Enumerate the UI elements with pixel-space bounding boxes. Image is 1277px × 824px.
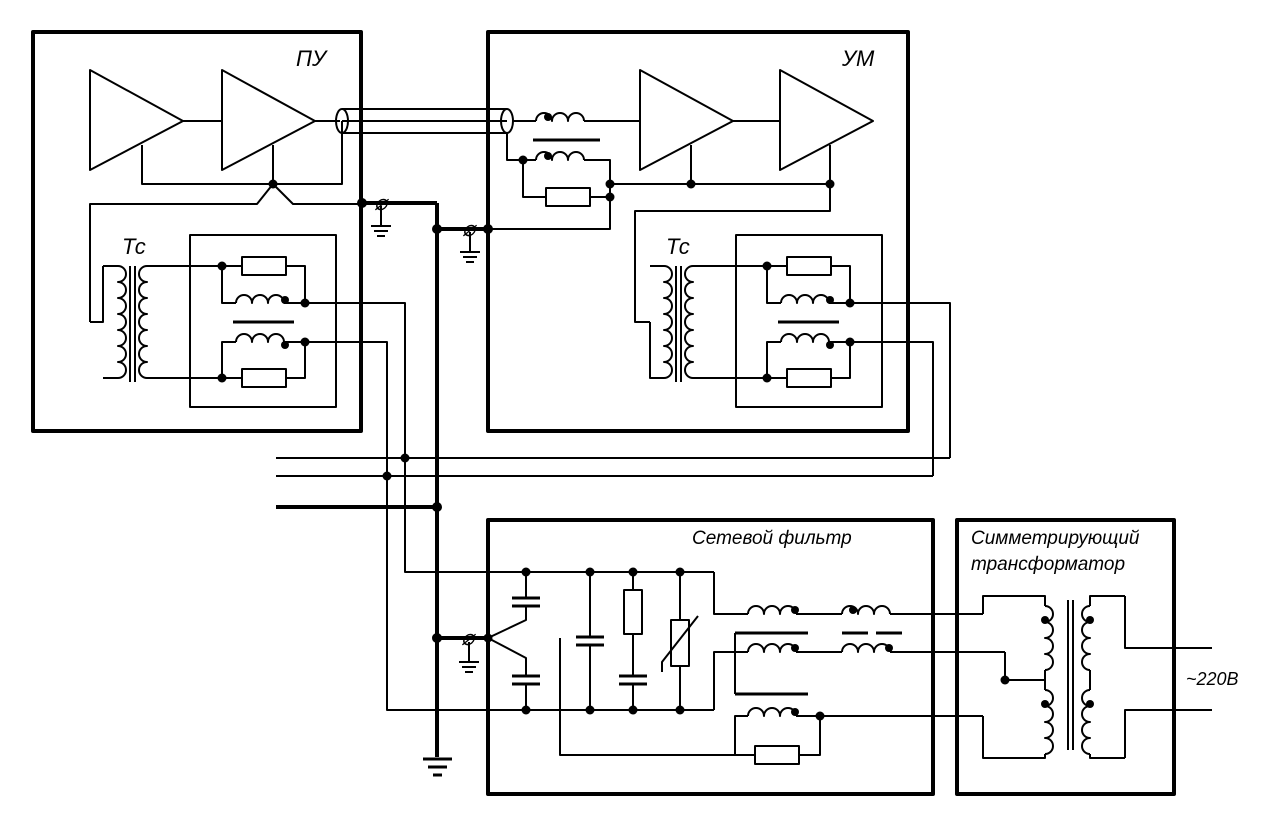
filter-varistor bbox=[661, 572, 699, 710]
filter-common-mode-choke bbox=[713, 572, 842, 710]
amp-filter-box bbox=[735, 234, 883, 408]
balancing-transformer bbox=[982, 595, 1212, 759]
preamp-stage-1 bbox=[89, 69, 184, 171]
amp-tc-label: Тс bbox=[666, 234, 690, 259]
amp-label: УМ bbox=[841, 46, 875, 71]
preamp-stage-2 bbox=[221, 69, 316, 171]
ground-tap-preamp bbox=[371, 206, 391, 237]
filter-label: Сетевой фильтр bbox=[692, 528, 852, 549]
preamp-label: ПУ bbox=[296, 46, 328, 71]
balancing-transformer-block bbox=[955, 518, 1176, 796]
preamp-filter-box bbox=[189, 234, 337, 408]
amp-stage-1 bbox=[639, 69, 734, 171]
filter-differential-chokes bbox=[841, 605, 1005, 653]
amp-power-transformer bbox=[649, 265, 767, 382]
filter-bleeder-resistor bbox=[619, 572, 647, 710]
filter-x-capacitor bbox=[576, 572, 604, 710]
iso-mark-amp: ⌀ bbox=[462, 216, 478, 241]
filter-ground-choke bbox=[559, 638, 983, 765]
preamp-block bbox=[31, 30, 363, 433]
junction-dots bbox=[217, 113, 1094, 721]
amp-stage-2 bbox=[779, 69, 874, 171]
mains-voltage-label: ~220В bbox=[1186, 669, 1239, 689]
amp-block bbox=[486, 30, 910, 433]
filter-block bbox=[486, 518, 935, 796]
ground-tap-filter bbox=[459, 642, 479, 673]
filter-capacitors-to-ground bbox=[487, 572, 540, 710]
ground-bus bbox=[276, 201, 488, 757]
ground-tap-amp bbox=[460, 232, 480, 263]
iso-mark-filter: ⌀ bbox=[461, 625, 477, 650]
preamp-tc-label: Тс bbox=[122, 234, 146, 259]
iso-mark-preamp: ⌀ bbox=[374, 190, 390, 215]
balancing-transformer-label-2: трансформатор bbox=[971, 554, 1125, 575]
preamp-power-transformer bbox=[90, 265, 222, 382]
main-ground-icon bbox=[423, 757, 452, 777]
balancing-transformer-label-1: Симметрирующий bbox=[971, 528, 1140, 549]
